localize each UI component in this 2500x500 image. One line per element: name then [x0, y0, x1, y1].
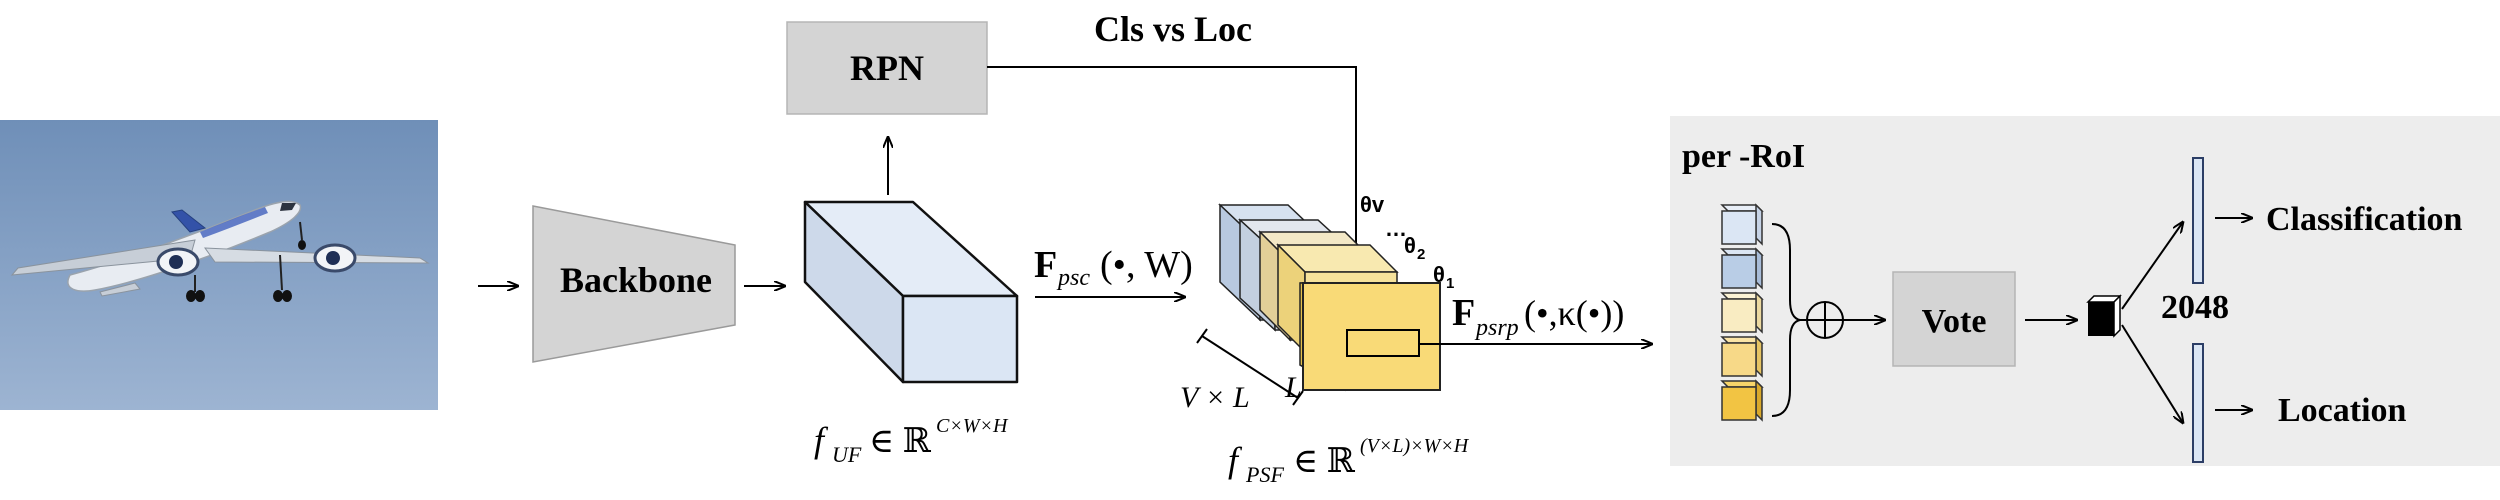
svg-text:(V×L)×W×H: (V×L)×W×H	[1360, 435, 1470, 457]
classification-label: Classification	[2266, 201, 2463, 238]
fc-dimension-label: 2048	[2161, 289, 2229, 326]
voted-feature-cube	[2086, 294, 2122, 338]
fuf-formula: f UF ∈ ℝ C×W×H	[814, 415, 1009, 467]
theta-dots: …	[1385, 216, 1407, 241]
svg-text:f: f	[814, 420, 829, 460]
L-label: L	[1284, 371, 1302, 404]
unified-feature-cube	[803, 200, 1019, 384]
svg-text:F: F	[1452, 292, 1475, 334]
vxl-dimension-bracket	[1196, 328, 1304, 406]
theta-1: θ	[1433, 262, 1445, 287]
svg-text:(•,κ(•)): (•,κ(•))	[1524, 293, 1624, 333]
vxl-label: V × L	[1180, 381, 1250, 414]
arrow-to-cls-fc	[2121, 222, 2183, 310]
svg-text:(•, W): (•, W)	[1100, 244, 1193, 286]
roi-cube-2	[1720, 247, 1764, 290]
svg-text:psrp: psrp	[1474, 315, 1519, 341]
svg-text:∈ ℝ: ∈ ℝ	[869, 423, 932, 460]
position-sensitive-feature-stack	[1218, 203, 1441, 392]
theta-labels: θv … θ 2 θ 1	[1360, 192, 1454, 292]
sum-operator-icon	[1806, 301, 1844, 339]
cls-fc-layer	[2192, 157, 2204, 284]
psc-operator-label: F psc (•, W)	[1034, 244, 1193, 291]
loc-fc-layer	[2192, 343, 2204, 463]
backbone-label: Backbone	[560, 260, 712, 300]
roi-cube-5	[1720, 379, 1764, 422]
roi-cube-4	[1720, 335, 1764, 378]
svg-text:UF: UF	[832, 442, 862, 467]
svg-text:psc: psc	[1056, 265, 1090, 291]
arrow-to-loc-fc	[2121, 324, 2183, 423]
roi-cube-3	[1720, 291, 1764, 334]
per-roi-label: per -RoI	[1682, 138, 1805, 175]
svg-text:F: F	[1034, 244, 1057, 286]
roi-box	[1346, 329, 1420, 357]
fpsf-formula: f PSF ∈ ℝ (V×L)×W×H	[1228, 435, 1470, 487]
roi-cube-column	[1720, 203, 1764, 422]
theta-1-sub: 1	[1446, 275, 1454, 292]
svg-text:PSF: PSF	[1245, 462, 1284, 487]
vote-label: Vote	[1922, 303, 1987, 340]
backbone-block: Backbone	[532, 205, 736, 363]
input-airplane-image	[0, 120, 438, 410]
svg-text:∈ ℝ: ∈ ℝ	[1293, 443, 1356, 480]
theta-v: θv	[1360, 192, 1385, 217]
svg-text:f: f	[1228, 440, 1243, 480]
svg-text:C×W×H: C×W×H	[936, 415, 1009, 437]
roi-cube-1	[1720, 203, 1764, 246]
vote-block: Vote	[1892, 271, 2016, 367]
per-roi-panel: per -RoI	[1670, 116, 2500, 466]
rpn-block: RPN	[786, 21, 988, 115]
location-label: Location	[2278, 392, 2407, 429]
theta-2: θ	[1404, 233, 1416, 258]
theta-2-sub: 2	[1417, 246, 1425, 263]
cls-vs-loc-label: Cls vs Loc	[1094, 9, 1252, 49]
psrp-operator-label: F psrp (•,κ(•))	[1452, 292, 1624, 341]
rpn-label: RPN	[850, 48, 924, 88]
